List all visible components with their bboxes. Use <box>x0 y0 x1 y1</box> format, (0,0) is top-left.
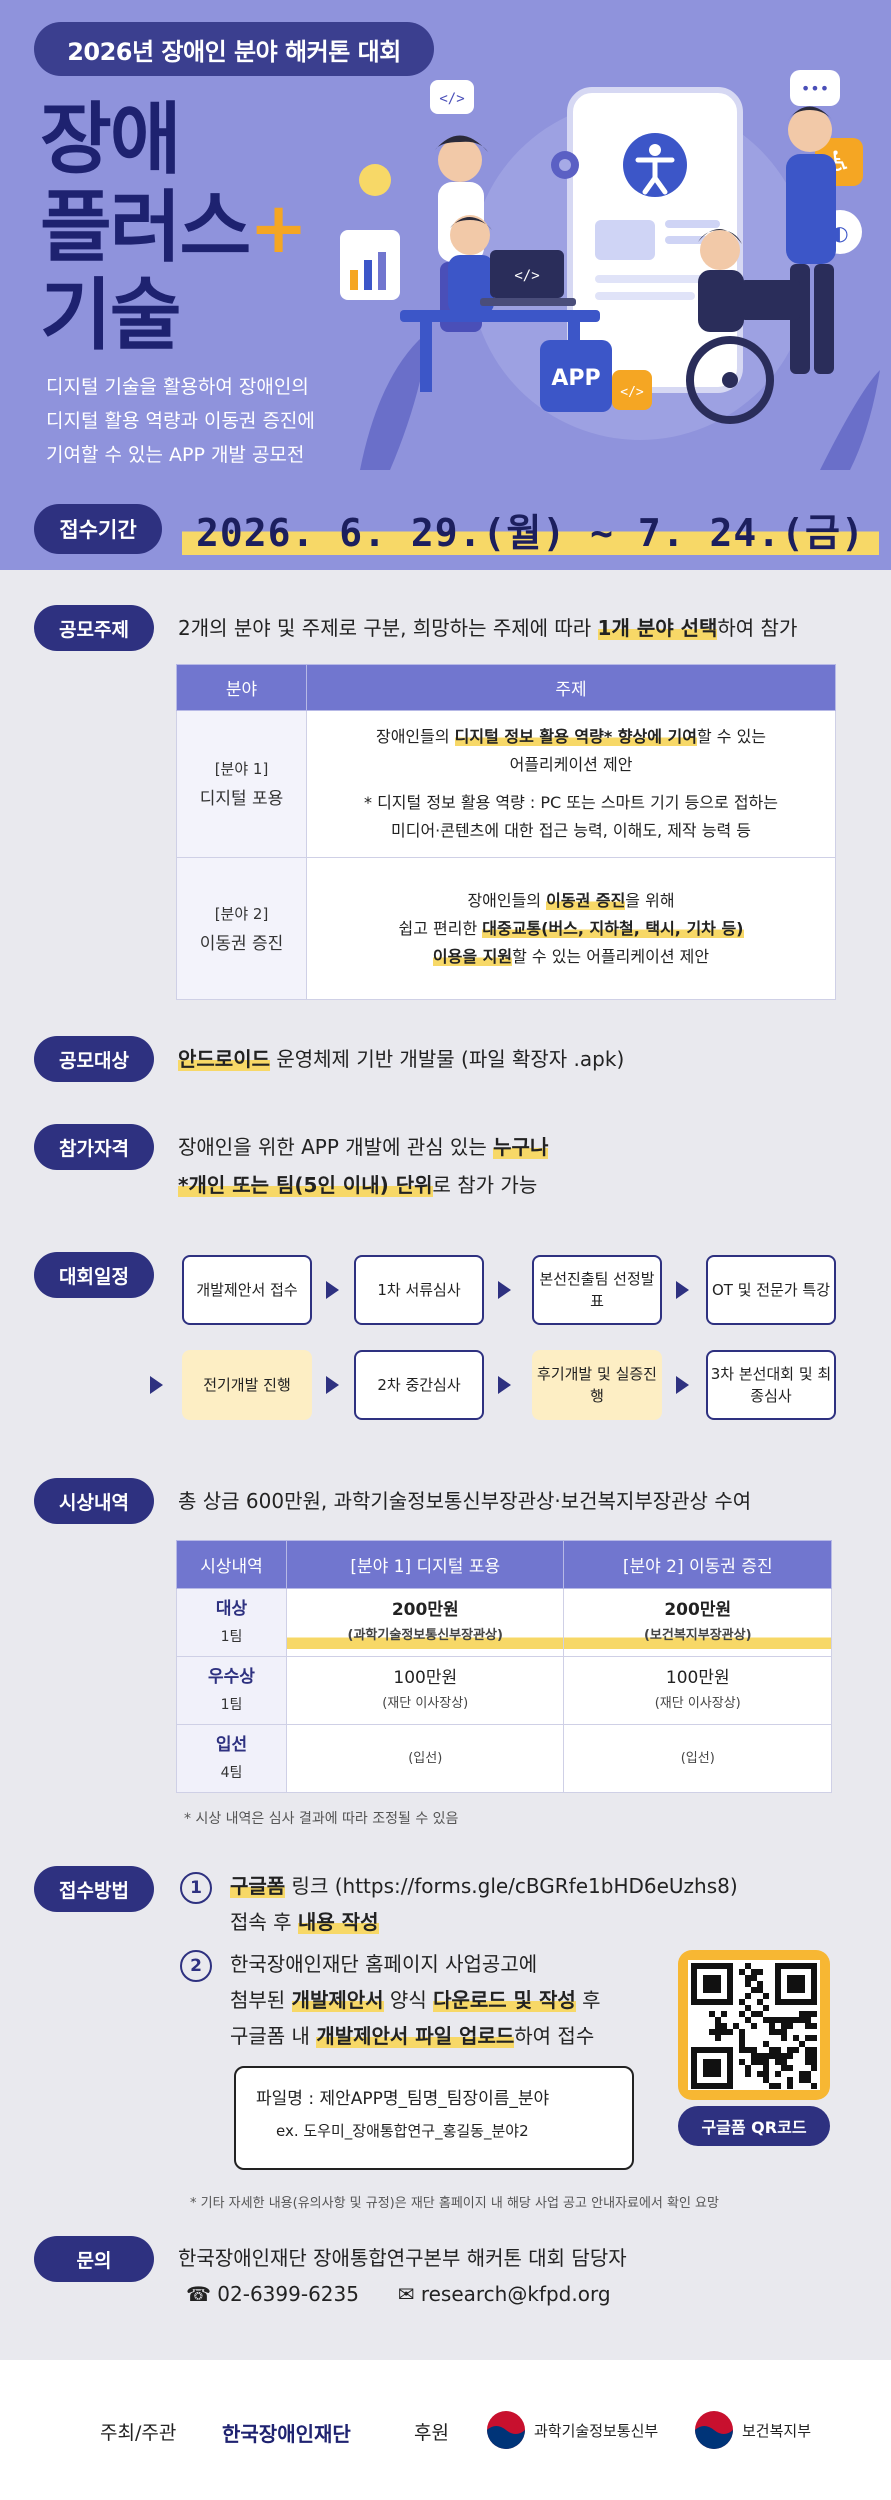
contact-details: ☎ 02-6399-6235 ✉ research@kfpd.org <box>186 2276 611 2312</box>
schedule-step: 1차 서류심사 <box>354 1255 484 1325</box>
sponsor-mohw: 보건복지부 <box>742 2422 812 2440</box>
hero-illustration: </> ••• ♿ ◐ </> <box>340 70 880 470</box>
footer: 주최/주관 한국장애인재단 후원 과학기술정보통신부 보건복지부 <box>0 2360 891 2500</box>
topic-table: 분야 주제 [분야 1] 디지털 포용 장애인들의 디지털 정보 활용 역량* … <box>176 664 836 1000</box>
period-date: 2026. 6. 29.(월) ~ 7. 24.(금) <box>182 503 879 555</box>
tablet-icon <box>740 280 800 320</box>
topic-summary: 2개의 분야 및 주제로 구분, 희망하는 주제에 따라 1개 분야 선택하여 … <box>178 616 798 640</box>
prize-summary: 총 상금 600만원, 과학기술정보통신부장관상·보건복지부장관상 수여 <box>178 1489 752 1513</box>
sponsor-label: 후원 <box>414 2422 449 2444</box>
laptop-icon <box>490 250 564 298</box>
government-emblem-icon <box>487 2411 525 2449</box>
step-number: 2 <box>180 1950 212 1982</box>
person-figure <box>698 270 744 332</box>
svg-text:APP: APP <box>551 366 600 391</box>
period-bar: 접수기간 2026. 6. 29.(월) ~ 7. 24.(금) <box>0 488 891 570</box>
hero-title: 장애 플러스+ 기술 <box>40 95 308 361</box>
phone-icon: ☎ <box>186 2282 211 2306</box>
qr-label: 구글폼 QR코드 <box>678 2106 830 2146</box>
section-label-contact: 문의 <box>34 2236 154 2282</box>
table-row: [분야 2] 이동권 증진 장애인들의 이동권 증진을 위해 쉽고 편리한 대중… <box>176 857 836 1000</box>
qualification-text: 장애인을 위한 APP 개발에 관심 있는 누구나 *개인 또는 팀(5인 이내… <box>178 1135 549 1197</box>
chat-icon: ••• <box>801 79 829 98</box>
arrow-right-icon <box>498 1376 511 1394</box>
hero-description: 디지털 기술을 활용하여 장애인의 디지털 활용 역량과 이동권 증진에 기여할… <box>46 376 315 466</box>
leaf-icon <box>820 370 880 470</box>
accessibility-icon <box>635 157 675 195</box>
schedule-step: 전기개발 진행 <box>182 1350 312 1420</box>
contact-org: 한국장애인재단 장애통합연구본부 해커톤 대회 담당자 <box>178 2246 627 2270</box>
contact-email[interactable]: research@kfpd.org <box>420 2282 611 2306</box>
arrow-right-icon <box>498 1281 511 1299</box>
period-label: 접수기간 <box>34 504 162 554</box>
table-header: 시상내역 <box>176 1540 287 1589</box>
table-header: [분야 2] 이동권 증진 <box>563 1540 832 1589</box>
person-figure <box>786 154 836 264</box>
section-label-prize: 시상내역 <box>34 1478 154 1524</box>
apply-step-1: 구글폼 링크 (https://forms.gle/cBGRfe1bHD6eUz… <box>230 1874 738 1934</box>
schedule-step: 2차 중간심사 <box>354 1350 484 1420</box>
filename-box: 파일명 : 제안APP명_팀명_팀장이름_분야 ex. 도우미_장애통합연구_홍… <box>234 2066 634 2170</box>
step-number: 1 <box>180 1872 212 1904</box>
wheelchair-wheel <box>686 336 774 424</box>
hero-title-line1: 장애 <box>40 95 182 185</box>
topic-cell: 장애인들의 디지털 정보 활용 역량* 향상에 기여할 수 있는 어플리케이션 … <box>306 710 836 858</box>
section-label-qualification: 참가자격 <box>34 1124 154 1170</box>
host-label: 주최/주관 <box>100 2422 177 2444</box>
arrow-right-icon <box>676 1281 689 1299</box>
apply-step-2: 한국장애인재단 홈페이지 사업공고에 첨부된 개발제안서 양식 다운로드 및 작… <box>230 1952 601 2048</box>
table-header: [분야 1] 디지털 포용 <box>285 1540 565 1589</box>
host-logo: 한국장애인재단 <box>222 2422 351 2446</box>
sponsor-msit: 과학기술정보통신부 <box>534 2422 659 2440</box>
email-icon: ✉ <box>397 2282 415 2306</box>
field-cell: [분야 2] 이동권 증진 <box>176 857 307 1000</box>
section-label-apply: 접수방법 <box>34 1866 154 1912</box>
arrow-right-icon <box>676 1376 689 1394</box>
schedule-step: 3차 본선대회 및 최종심사 <box>706 1350 836 1420</box>
section-label-topic: 공모주제 <box>34 605 154 651</box>
qr-code-frame[interactable] <box>678 1950 830 2100</box>
table-header: 분야 <box>176 664 307 711</box>
event-badge: 2026년 장애인 분야 해커톤 대회 <box>34 22 434 76</box>
government-emblem-icon <box>695 2411 733 2449</box>
schedule-step: 후기개발 및 실증진행 <box>532 1350 662 1420</box>
schedule-step: 본선진출팀 선정발표 <box>532 1255 662 1325</box>
qr-code-icon[interactable] <box>688 1960 820 2090</box>
section-label-schedule: 대회일정 <box>34 1252 154 1298</box>
hero-title-line3: 기술 <box>40 271 182 361</box>
apply-note: * 기타 자세한 내용(유의사항 및 규정)은 재단 홈페이지 내 해당 사업 … <box>190 2196 719 2211</box>
schedule-step: OT 및 전문가 특강 <box>706 1255 836 1325</box>
code-icon: </> <box>620 385 644 400</box>
table-row: [분야 1] 디지털 포용 장애인들의 디지털 정보 활용 역량* 향상에 기여… <box>176 710 836 858</box>
section-label-target: 공모대상 <box>34 1036 154 1082</box>
arrow-right-icon <box>326 1376 339 1394</box>
plus-icon: + <box>249 187 308 269</box>
hero-title-line2: 플러스+ <box>40 183 308 273</box>
target-text: 안드로이드 운영체제 기반 개발물 (파일 확장자 .apk) <box>178 1047 625 1071</box>
field-cell: [분야 1] 디지털 포용 <box>176 710 307 858</box>
contact-phone[interactable]: 02-6399-6235 <box>217 2282 359 2306</box>
prize-note: * 시상 내역은 심사 결과에 따라 조정될 수 있음 <box>184 1811 459 1827</box>
table-header: 주제 <box>306 664 836 711</box>
code-icon: </> <box>439 91 464 107</box>
topic-cell: 장애인들의 이동권 증진을 위해 쉽고 편리한 대중교통(버스, 지하철, 택시… <box>306 857 836 1000</box>
app-cube-icon <box>540 340 612 412</box>
arrow-right-icon <box>150 1376 163 1394</box>
hero-banner: 2026년 장애인 분야 해커톤 대회 장애 플러스+ 기술 디지털 기술을 활… <box>0 0 891 570</box>
lightbulb-icon <box>359 164 391 196</box>
schedule-step: 개발제안서 접수 <box>182 1255 312 1325</box>
leaf-icon <box>360 330 430 470</box>
arrow-right-icon <box>326 1281 339 1299</box>
svg-text:</>: </> <box>514 268 539 284</box>
